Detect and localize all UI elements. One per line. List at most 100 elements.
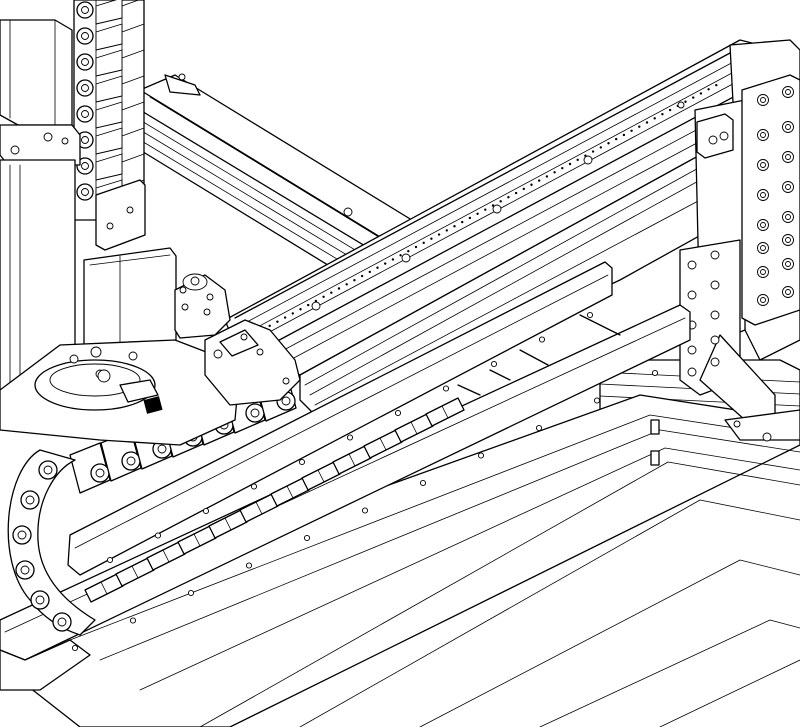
chain-divider	[121, 0, 140, 7]
rack-tooth	[430, 237, 433, 240]
rack-tooth	[337, 287, 341, 290]
rack-tooth	[461, 220, 464, 224]
rack-tooth	[499, 200, 502, 203]
rack-tooth	[276, 320, 279, 323]
tray-hole	[394, 409, 402, 417]
chain-pin-center	[81, 110, 89, 118]
bolt	[710, 280, 720, 290]
rack-tooth	[414, 245, 418, 249]
rack-tooth	[615, 137, 618, 141]
chain-pin-center	[281, 396, 291, 406]
chain-divider	[410, 421, 418, 435]
chain-divider	[131, 565, 139, 579]
rack-tooth	[299, 308, 302, 311]
rack-tooth	[399, 254, 402, 257]
rack-tooth	[692, 96, 695, 99]
rack-tooth	[391, 258, 395, 261]
limit-switch-block	[696, 113, 734, 159]
chain-link	[95, 101, 123, 129]
chain-pin-center	[81, 162, 89, 170]
bolt-center	[785, 237, 791, 243]
rack-tooth	[645, 121, 649, 124]
bolt	[710, 250, 720, 260]
chain-divider	[255, 501, 263, 515]
rack-tooth	[453, 225, 456, 228]
rack-tooth	[491, 204, 495, 207]
tray-hole	[202, 507, 210, 515]
rack-tooth	[422, 241, 425, 245]
chain-pin-center	[17, 530, 27, 540]
chain-pin-center	[95, 468, 105, 478]
chain-divider	[224, 517, 232, 531]
rack-tooth	[668, 108, 672, 112]
bolt	[687, 345, 697, 355]
tray-hole	[586, 311, 594, 319]
rack-tooth	[622, 133, 626, 137]
bolt-center	[785, 214, 791, 220]
bolt-center	[760, 162, 766, 168]
bolt-center	[760, 269, 766, 275]
tray-hole	[361, 507, 369, 514]
chain-pin-center	[126, 456, 136, 466]
rack-tooth	[345, 283, 348, 286]
tray-hole	[187, 589, 195, 597]
rack-tooth	[707, 88, 710, 91]
chain-pin-center	[81, 32, 89, 40]
chain-pin-center	[35, 595, 45, 605]
chain-divider	[121, 153, 145, 163]
tray-hole	[106, 556, 114, 564]
tray-hole	[419, 479, 427, 487]
rack-tooth	[476, 212, 479, 215]
rack-tooth	[653, 117, 656, 120]
bolted-column-plate	[687, 74, 800, 377]
rack-tooth	[561, 166, 564, 170]
rack-tooth	[553, 171, 556, 174]
pinion-gear-housing	[174, 273, 231, 339]
tray-hole	[129, 617, 137, 624]
aluminum-extrusion-frame	[19, 74, 800, 727]
chain-divider	[379, 437, 387, 451]
bolt	[710, 357, 720, 367]
tray-hole	[250, 483, 258, 490]
chain-pin-center	[43, 465, 53, 475]
tray-hole	[346, 434, 354, 441]
rack-tooth	[307, 303, 310, 307]
bolt-center	[760, 132, 766, 138]
bolt	[687, 260, 697, 270]
bolt-center	[760, 245, 766, 251]
chain-divider	[317, 469, 325, 483]
tray-hole	[593, 397, 601, 404]
rack-tooth	[437, 233, 441, 236]
tray-hole	[71, 644, 79, 652]
bolt	[687, 290, 697, 300]
rack-tooth	[353, 279, 356, 282]
rack-tooth	[638, 125, 641, 128]
bolt-center	[760, 222, 766, 228]
rack-tooth	[568, 162, 572, 166]
rack-tooth	[368, 270, 371, 274]
chain-pin-center	[25, 495, 35, 505]
chain-divider	[348, 453, 356, 467]
vertical-cable-chain	[73, 0, 146, 251]
chain-link	[95, 49, 123, 77]
rack-tooth	[576, 158, 579, 162]
rack-tooth	[360, 274, 364, 278]
chain-divider	[121, 101, 145, 111]
tray-hole	[442, 385, 450, 392]
bolt-center	[785, 124, 791, 130]
chain-pin-center	[81, 84, 89, 92]
chain-divider	[121, 75, 145, 85]
rack-tooth	[661, 113, 664, 116]
tray-hole	[490, 360, 498, 368]
rack-tooth	[715, 83, 718, 87]
chain-pin-center	[81, 58, 89, 66]
chain-divider	[193, 533, 201, 547]
rack-tooth	[376, 266, 379, 269]
rack-tooth	[630, 129, 633, 132]
chain-pin-center	[81, 188, 89, 196]
bolt	[687, 367, 697, 377]
rack-tooth	[268, 324, 271, 328]
bolt-center	[785, 184, 791, 190]
chain-divider	[441, 405, 449, 419]
chain-pin-center	[57, 617, 67, 627]
